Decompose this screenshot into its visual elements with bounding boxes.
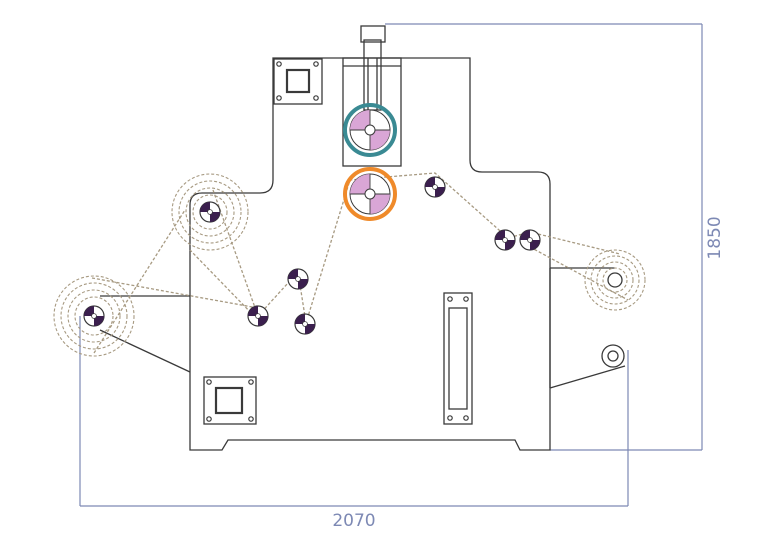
bottom-mount-plate bbox=[203, 376, 257, 425]
bottom-mount-inner bbox=[214, 386, 244, 415]
cylinder-housing bbox=[342, 57, 402, 167]
right-lower-wheel bbox=[601, 344, 625, 368]
frame-outline bbox=[189, 57, 551, 451]
dimension-lines bbox=[79, 23, 703, 507]
machine-frame bbox=[99, 25, 626, 451]
top-mount-plate bbox=[273, 58, 323, 105]
right-roll-core bbox=[607, 272, 623, 288]
guide-roller-1 bbox=[287, 268, 309, 290]
right-roll bbox=[584, 249, 646, 311]
core-roller-left-lower bbox=[83, 305, 105, 327]
cylinder-cap bbox=[360, 25, 386, 43]
left-lower-roll bbox=[53, 275, 135, 357]
cylinder-rod bbox=[363, 39, 382, 111]
left-upper-roll bbox=[171, 173, 249, 251]
guide-roller-5 bbox=[494, 229, 516, 251]
right-arm-lower bbox=[549, 365, 626, 389]
pressure-roller bbox=[343, 103, 397, 157]
guide-roller-6 bbox=[519, 229, 541, 251]
width-dimension-label: 2070 bbox=[332, 511, 375, 531]
main-roller bbox=[343, 167, 397, 221]
left-arm-lower bbox=[99, 329, 191, 373]
top-mount-inner bbox=[285, 68, 311, 94]
height-dimension-label: 1850 bbox=[705, 216, 725, 259]
core-roller-left-upper bbox=[199, 201, 221, 223]
slot-plate bbox=[443, 292, 473, 425]
guide-roller-3 bbox=[294, 313, 316, 335]
slot-plate-inner bbox=[448, 307, 468, 410]
mount-holes bbox=[206, 61, 469, 422]
guide-roller-4 bbox=[424, 176, 446, 198]
guide-roller-2 bbox=[247, 305, 269, 327]
